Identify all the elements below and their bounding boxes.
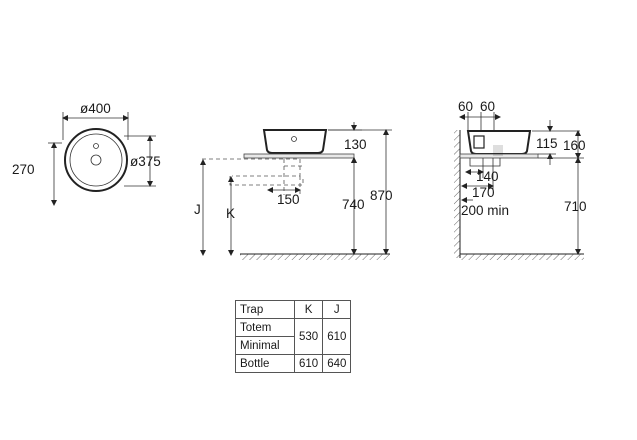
overflow-hole-icon xyxy=(93,143,99,149)
countertop xyxy=(243,153,355,159)
wall-hatch xyxy=(454,130,460,258)
overall-height-label: 870 xyxy=(370,188,393,203)
side-view: 60 60 115 160 140 170 200 min 71 xyxy=(454,99,587,260)
trap-label-j: J xyxy=(194,202,201,217)
trap-name-cell: Totem xyxy=(235,318,295,337)
outer-diameter-label: ø400 xyxy=(80,101,111,116)
table-row: Totem 530 610 xyxy=(235,318,352,355)
table-row: Minimal xyxy=(235,336,351,355)
trap-name-cell: Bottle xyxy=(235,354,295,373)
front-view: 150 J K 130 740 870 xyxy=(194,122,393,260)
j-value-cell: 610 xyxy=(322,318,352,355)
drain-icon xyxy=(90,154,102,166)
side-trap-outline xyxy=(469,158,501,167)
k-value-cell: 530 xyxy=(293,318,324,355)
k-value-cell: 610 xyxy=(293,354,324,373)
j-value-cell: 640 xyxy=(322,354,352,373)
trap-name-cell: Minimal xyxy=(235,336,295,355)
trap-outline-lower xyxy=(229,176,304,186)
basin-inner-bowl xyxy=(69,133,123,187)
overflow-side-icon xyxy=(473,135,485,149)
side-floor-hatch xyxy=(460,254,584,260)
basin-height-label: 130 xyxy=(344,137,367,152)
height-upper-label: 115 xyxy=(536,136,558,151)
inner-diameter-label: ø375 xyxy=(130,154,161,169)
min-depth-label: 200 min xyxy=(461,203,509,218)
table-header-k: K xyxy=(293,300,324,319)
floor-hatch xyxy=(240,254,390,260)
trap-offset-label: 150 xyxy=(277,192,300,207)
table-row: Bottle 610 640 xyxy=(235,354,352,373)
counter-height-label: 740 xyxy=(342,197,365,212)
trap-outline-upper xyxy=(202,158,301,177)
height-total-label: 160 xyxy=(563,138,586,153)
wall-gap-a-label: 60 xyxy=(458,99,473,114)
top-view: ø400 270 ø375 xyxy=(12,101,161,206)
side-countertop xyxy=(459,153,539,159)
trap-label-k: K xyxy=(226,206,235,221)
table-header-j: J xyxy=(322,300,352,319)
table-header-row: Trap K J xyxy=(235,300,352,319)
depth-b-label: 170 xyxy=(472,185,495,200)
basin-outer-rim xyxy=(64,128,128,192)
depth-a-label: 140 xyxy=(476,169,499,184)
offset-label: 270 xyxy=(12,162,35,177)
table-header-trap: Trap xyxy=(235,300,295,319)
floor-height-label: 710 xyxy=(564,199,587,214)
wall-gap-b-label: 60 xyxy=(480,99,495,114)
trap-dimensions-table: Trap K J Totem 530 610 Minimal Bottle 61… xyxy=(235,300,352,373)
overflow-hole-front-icon xyxy=(291,136,297,142)
